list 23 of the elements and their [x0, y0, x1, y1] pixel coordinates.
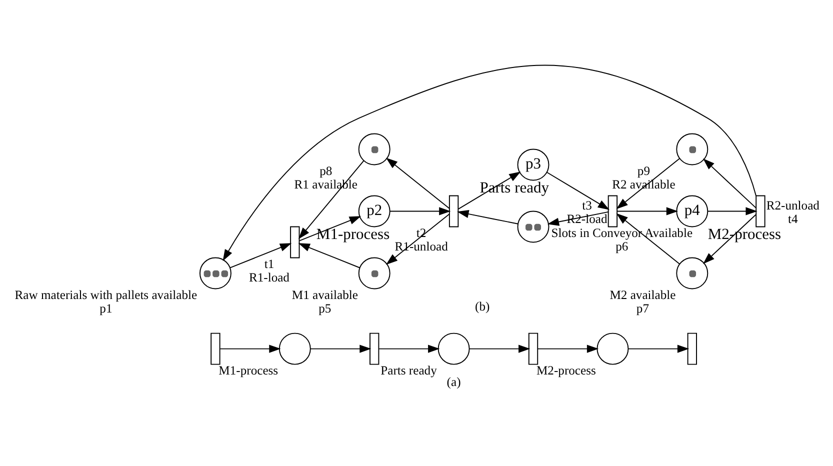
node-label: t3 — [582, 198, 592, 213]
node-label: p7 — [636, 301, 650, 316]
node-label: p8 — [320, 164, 332, 178]
node-label: Parts ready — [380, 363, 437, 378]
node-label: t2 — [416, 226, 426, 240]
node-label: M2 available — [610, 288, 676, 302]
node-label: R2-unload — [766, 198, 820, 213]
node-label: Raw materials with pallets available — [14, 288, 198, 302]
node-label: M1 available — [292, 288, 358, 302]
label: (a) — [446, 375, 461, 390]
node-label: t1 — [264, 256, 274, 271]
node-label: M2-process — [536, 363, 596, 378]
node-label: p5 — [318, 301, 332, 316]
node-label: M1-process — [316, 226, 390, 244]
label: (b) — [475, 299, 490, 314]
node-label: Slots in Conveyor Available — [551, 226, 693, 240]
node-label: M1-process — [218, 363, 278, 378]
node-label: R1-load — [248, 270, 290, 284]
node-label: p1 — [100, 301, 112, 316]
node-label: p9 — [637, 164, 650, 178]
node-label: p6 — [616, 239, 628, 254]
node-label: R2-load — [566, 212, 608, 226]
node-label: t4 — [788, 212, 798, 226]
